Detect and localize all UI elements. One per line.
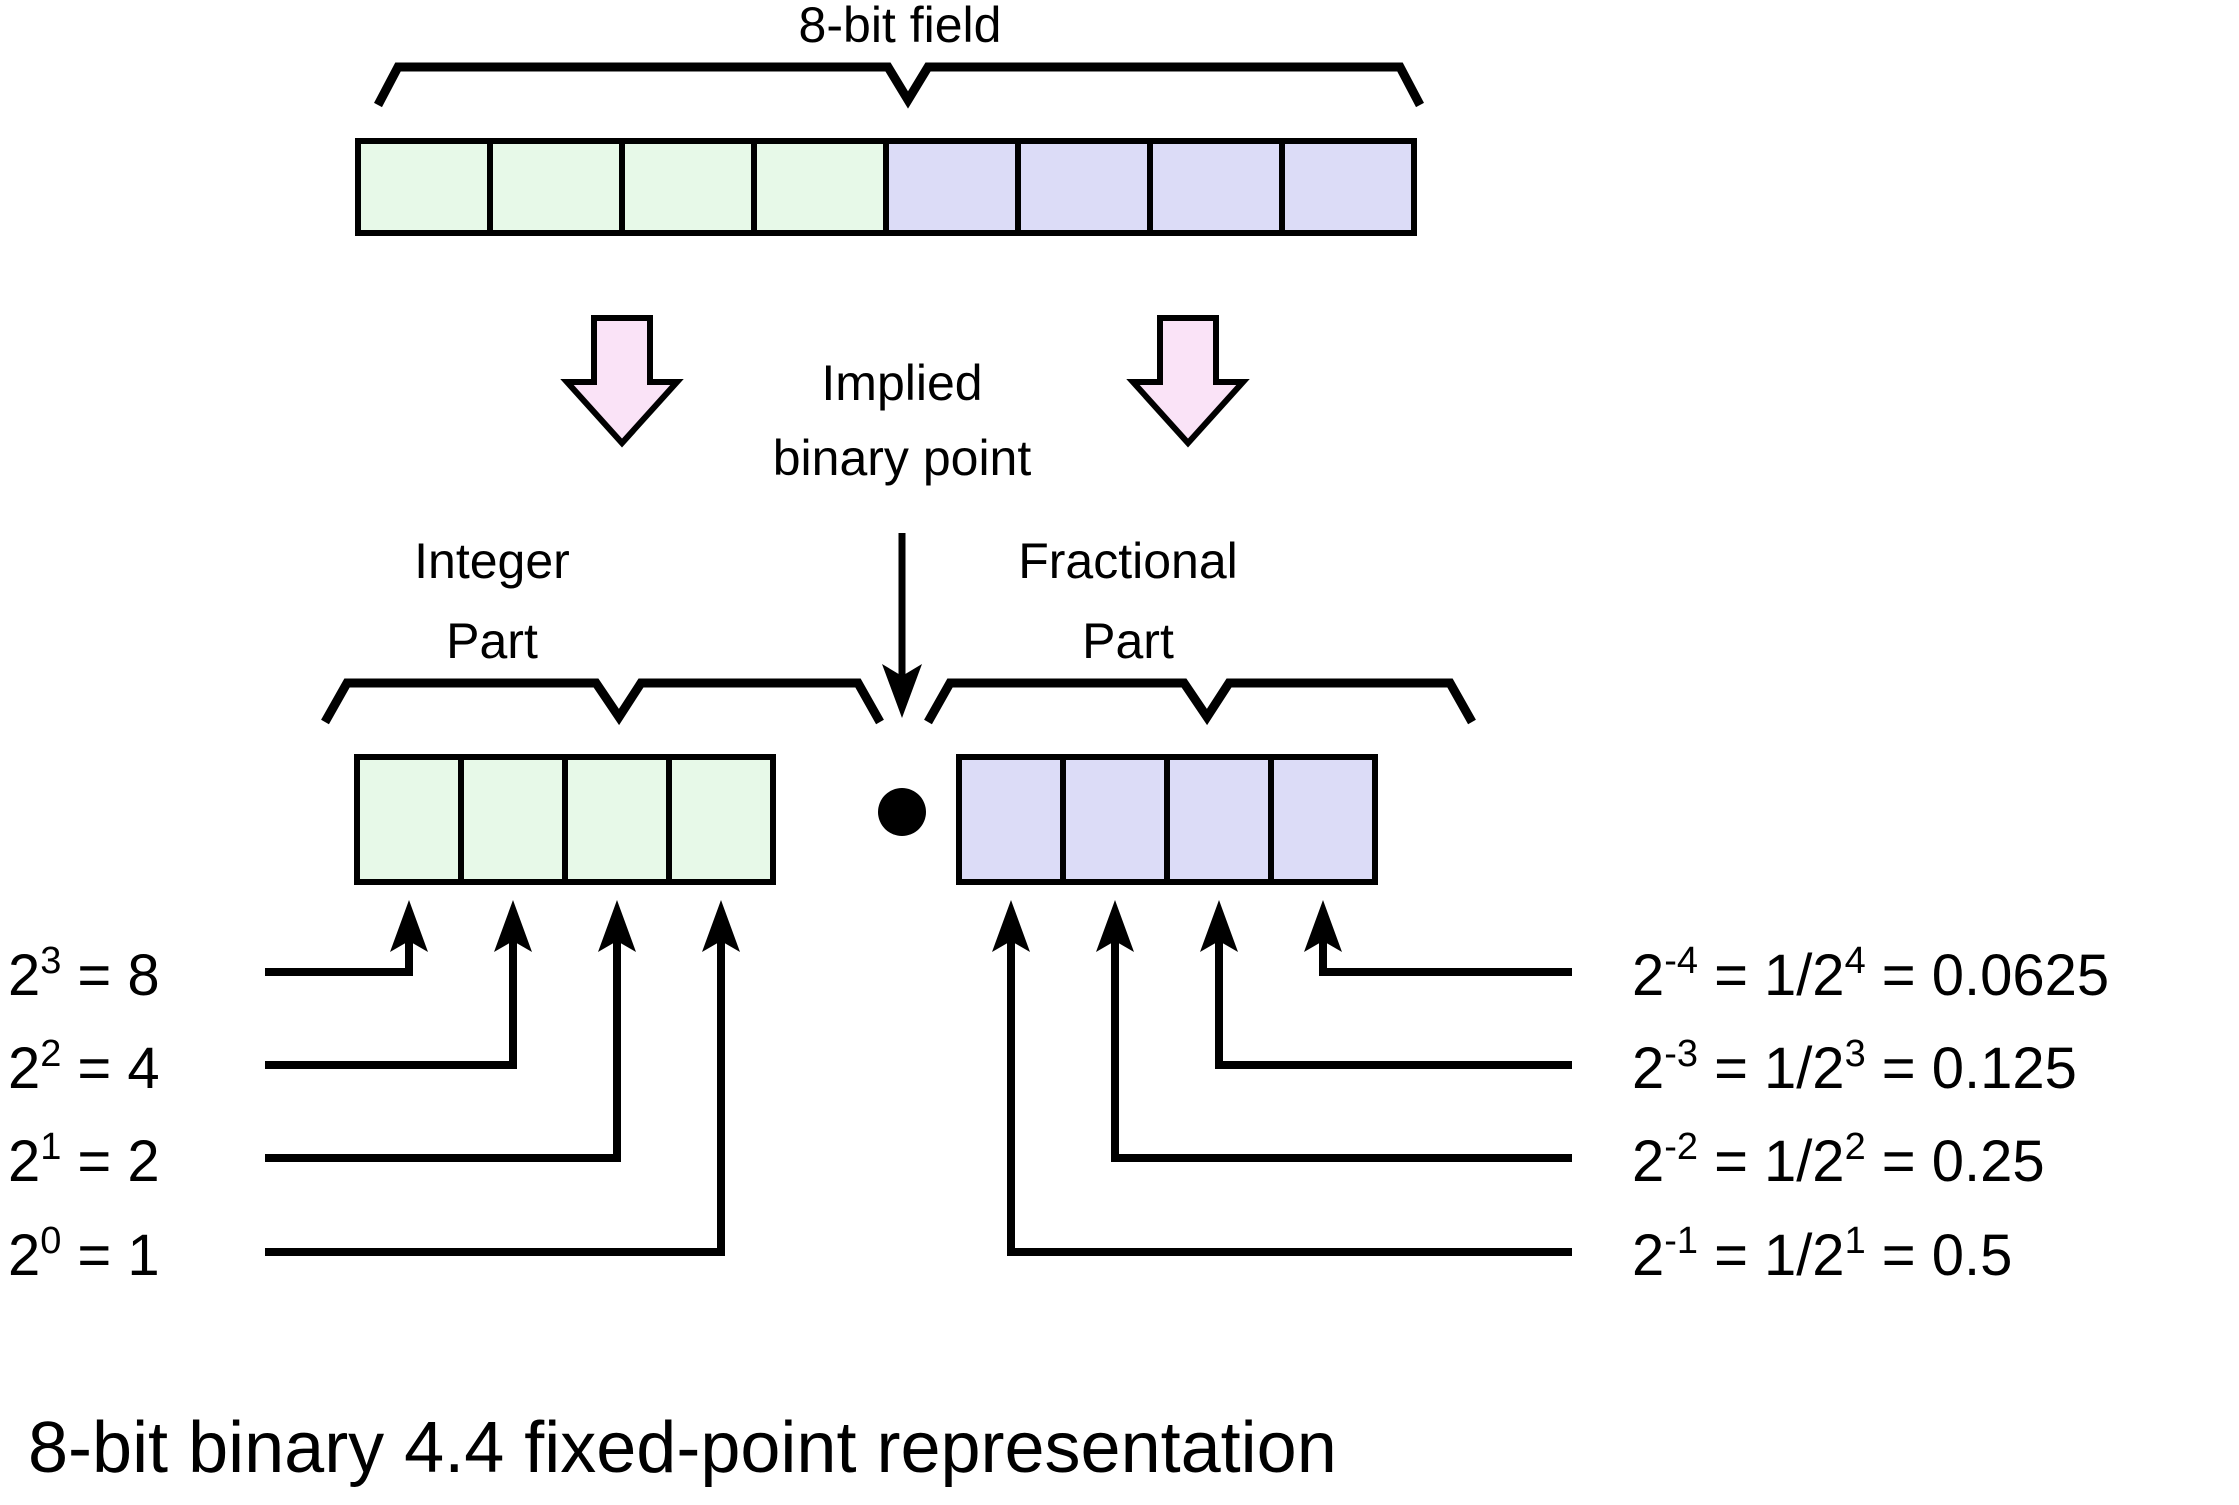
integer-weight-base-1: 2 xyxy=(8,1036,40,1101)
split-arrow-right-icon xyxy=(1126,315,1250,448)
svg-text:2-2=1/22= 0.25: 2-2=1/22= 0.25 xyxy=(1632,1126,2045,1194)
svg-text:20= 1: 20 = 1 xyxy=(8,1220,160,1288)
integer-weight-base-2: 2 xyxy=(8,1129,40,1194)
fractional-part-label-line2: Part xyxy=(1082,613,1174,669)
fractional-weight-equals-2: = 0.25 xyxy=(1882,1129,2045,1194)
fractional-weight-base-2: 2 xyxy=(1632,1129,1664,1194)
integer-weight-equals-2: = 2 xyxy=(77,1129,159,1194)
fractional-weight-exponent-3: -1 xyxy=(1664,1220,1698,1262)
integer-weight-equals-0: = 8 xyxy=(77,943,159,1008)
fractional-weight-exponent-0: -4 xyxy=(1664,940,1698,982)
fractional-connector-1 xyxy=(992,900,1572,1256)
top-field-title: 8-bit field xyxy=(799,0,1002,53)
fractional-weight-eq1-2: = xyxy=(1714,1129,1748,1194)
integer-part-label-line2: Part xyxy=(446,613,538,669)
fractional-weight-base-0: 2 xyxy=(1632,943,1664,1008)
integer-part-brace xyxy=(321,678,884,726)
integer-part-label-line1: Integer xyxy=(414,533,570,589)
fractional-bit-cell-1 xyxy=(956,754,1066,885)
fractional-bit-cell-3 xyxy=(1164,754,1274,885)
fractional-weight-fracbase-1: 1/2 xyxy=(1764,1036,1845,1101)
fractional-weight-equals-1: = 0.125 xyxy=(1882,1036,2077,1101)
svg-text:2-4=1/24= 0.0625: 2-4 =1/24 = 0.0625 xyxy=(1632,940,2109,1008)
fractional-weight-eq1-1: = xyxy=(1714,1036,1748,1101)
fractional-weight-fracbase-0: 1/2 xyxy=(1764,943,1845,1008)
integer-weight-equals-3: = 1 xyxy=(77,1223,159,1288)
binary-point-dot-icon xyxy=(878,788,926,836)
integer-weight-label-0: 23 = 8 xyxy=(8,940,160,1008)
diagram-caption: 8-bit binary 4.4 fixed-point representat… xyxy=(28,1408,1337,1488)
fractional-weight-fracexp-1: 3 xyxy=(1845,1033,1866,1075)
fractional-weight-fracbase-2: 1/2 xyxy=(1764,1129,1845,1194)
integer-weight-label-2: 21 = 2 xyxy=(8,1126,160,1194)
fractional-part-label-line1: Fractional xyxy=(1018,533,1238,589)
integer-bit-cell-3 xyxy=(354,754,464,885)
svg-text:2-3=1/23= 0.125: 2-3 =1/23 = 0.125 xyxy=(1632,1033,2077,1101)
fractional-weight-eq1-3: = xyxy=(1714,1223,1748,1288)
fractional-weight-equals-3: = 0.5 xyxy=(1882,1223,2013,1288)
top-bit-cell-int-1 xyxy=(619,138,757,236)
svg-text:22= 4: 22 = 4 xyxy=(8,1033,160,1101)
integer-bit-cell-0 xyxy=(666,754,776,885)
fractional-weight-fracexp-0: 4 xyxy=(1845,940,1866,982)
fractional-bit-cell-4 xyxy=(1268,754,1378,885)
integer-weight-exponent-0: 3 xyxy=(40,940,61,982)
top-bit-cell-frac-3 xyxy=(1147,138,1285,236)
integer-weight-label-1: 22 = 4 xyxy=(8,1033,160,1101)
integer-connector-0 xyxy=(265,900,740,1256)
fractional-connector-2 xyxy=(1096,900,1572,1162)
svg-text:21= 2: 21 = 2 xyxy=(8,1126,160,1194)
integer-bit-cell-2 xyxy=(458,754,568,885)
svg-text:2-1=1/21= 0.5: 2-1 =1/21 = 0.5 xyxy=(1632,1220,2012,1288)
top-bit-cell-frac-1 xyxy=(883,138,1021,236)
fractional-bit-cell-2 xyxy=(1060,754,1170,885)
implied-binary-point-label-line2: binary point xyxy=(773,430,1032,486)
fractional-weight-fracbase-3: 1/2 xyxy=(1764,1223,1845,1288)
top-bit-row xyxy=(355,138,1417,236)
integer-weight-base-0: 2 xyxy=(8,943,40,1008)
fractional-weight-label-2: 2-2=1/22= 0.25 xyxy=(1632,1126,2045,1194)
fractional-weight-base-3: 2 xyxy=(1632,1223,1664,1288)
integer-weight-exponent-3: 0 xyxy=(40,1220,61,1262)
binary-point-pointer-arrowhead-icon xyxy=(882,664,922,718)
integer-weight-equals-1: = 4 xyxy=(77,1036,159,1101)
top-bit-cell-frac-2 xyxy=(1015,138,1153,236)
fractional-weight-exponent-1: -3 xyxy=(1664,1033,1698,1075)
top-field-brace xyxy=(374,62,1424,109)
top-bit-cell-int-0 xyxy=(751,138,889,236)
fractional-weight-label-3: 2-1 =1/21 = 0.5 xyxy=(1632,1220,2012,1288)
integer-connector-1 xyxy=(265,900,636,1162)
fractional-weight-fracexp-2: 2 xyxy=(1845,1126,1866,1168)
integer-weight-base-3: 2 xyxy=(8,1223,40,1288)
fractional-bit-row xyxy=(956,754,1378,885)
top-bit-cell-int-2 xyxy=(487,138,625,236)
fractional-weight-exponent-2: -2 xyxy=(1664,1126,1698,1168)
top-bit-cell-int-3 xyxy=(355,138,493,236)
fractional-weight-base-1: 2 xyxy=(1632,1036,1664,1101)
fractional-connector-3 xyxy=(1200,900,1572,1069)
integer-connector-2 xyxy=(265,900,532,1069)
fractional-part-brace xyxy=(924,678,1476,726)
integer-connector-3 xyxy=(265,900,428,976)
fractional-weight-label-0: 2-4 =1/24 = 0.0625 xyxy=(1632,940,2109,1008)
top-bit-cell-frac-4 xyxy=(1279,138,1417,236)
implied-binary-point-label-line1: Implied xyxy=(821,355,982,411)
fractional-weight-eq1-0: = xyxy=(1714,943,1748,1008)
integer-weight-exponent-1: 2 xyxy=(40,1033,61,1075)
fractional-weight-equals-0: = 0.0625 xyxy=(1882,943,2109,1008)
fractional-connector-4 xyxy=(1304,900,1572,976)
integer-bit-cell-1 xyxy=(562,754,672,885)
fractional-weight-fracexp-3: 1 xyxy=(1845,1220,1866,1262)
split-arrow-left-icon xyxy=(560,315,684,448)
integer-bit-row xyxy=(354,754,776,885)
svg-text:23= 8: 23 = 8 xyxy=(8,940,160,1008)
integer-weight-label-3: 20 = 1 xyxy=(8,1220,160,1288)
integer-weight-exponent-2: 1 xyxy=(40,1126,61,1168)
fractional-weight-label-1: 2-3 =1/23 = 0.125 xyxy=(1632,1033,2077,1101)
